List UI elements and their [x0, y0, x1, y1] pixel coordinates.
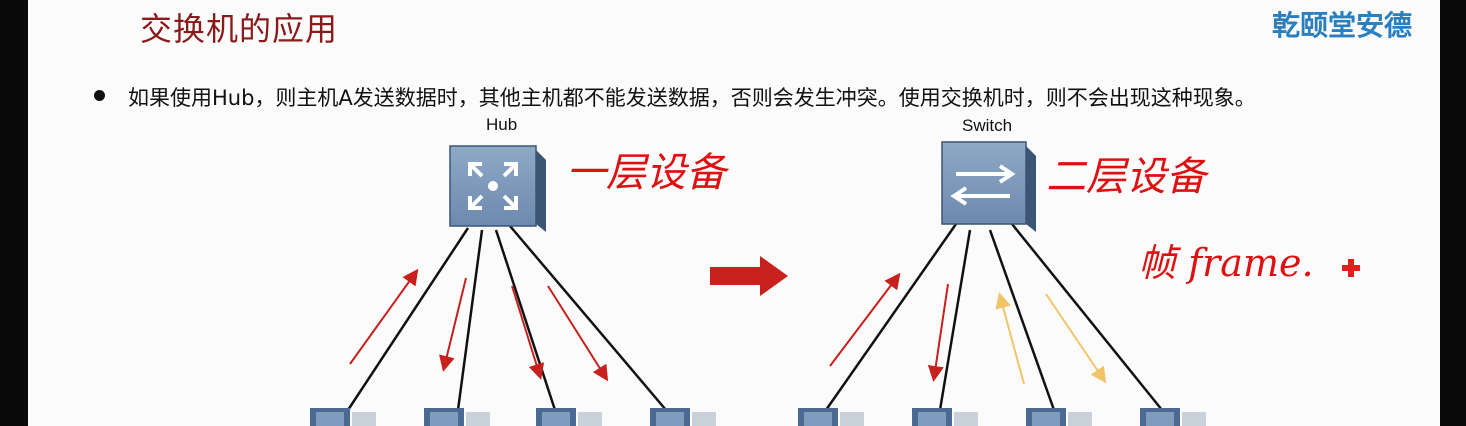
hub-cable-2	[456, 229, 484, 411]
hub-hosts	[310, 408, 716, 426]
hub-traffic-arrows	[349, 268, 609, 382]
hub-cable-3	[494, 229, 557, 411]
right-black-border	[1440, 0, 1466, 426]
switch-hosts	[798, 408, 1206, 426]
pc-icon	[1140, 408, 1206, 426]
hub-label: Hub	[486, 115, 518, 134]
hub-cable-1	[346, 227, 470, 411]
transition-arrow-icon	[710, 256, 788, 296]
pc-icon	[650, 408, 716, 426]
hub-arrow-down-1	[439, 277, 467, 372]
switch-arrow-down	[927, 283, 949, 382]
pc-icon	[1026, 408, 1092, 426]
pc-icon	[536, 408, 602, 426]
bullet-dot-icon	[94, 90, 105, 101]
frame-annotation: 帧 frame.	[1138, 241, 1314, 285]
pc-icon	[912, 408, 978, 426]
hub-cables	[346, 225, 667, 411]
hub-arrow-down-2	[511, 285, 545, 380]
pc-icon	[310, 408, 376, 426]
switch-cable-1	[824, 223, 958, 411]
pc-icon	[424, 408, 490, 426]
slide-canvas: 交换机的应用 乾颐堂安德 如果使用Hub，则主机A发送数据时，其他主机都不能发送…	[28, 0, 1440, 426]
switch-arrow-yellow-down	[1045, 293, 1107, 384]
hub-icon	[449, 145, 546, 232]
switch-arrow-up	[829, 272, 901, 367]
switch-traffic-arrows	[829, 272, 1107, 385]
switch-label: Switch	[962, 116, 1013, 135]
switch-cables	[824, 223, 1163, 411]
pen-cursor-icon	[1342, 259, 1360, 277]
slide-title: 交换机的应用	[140, 10, 339, 48]
left-black-border	[0, 0, 28, 426]
brand-logo: 乾颐堂安德	[1272, 9, 1413, 42]
hub-layer-annotation: 一层设备	[566, 150, 730, 196]
hub-arrow-down-3	[547, 285, 609, 382]
hub-arrow-up	[349, 268, 419, 365]
switch-icon	[941, 141, 1036, 232]
switch-layer-annotation: 二层设备	[1046, 154, 1210, 200]
hub-cable-4	[509, 225, 667, 411]
switch-arrow-yellow-up	[995, 292, 1025, 385]
bullet-text: 如果使用Hub，则主机A发送数据时，其他主机都不能发送数据，否则会发生冲突。使用…	[128, 86, 1256, 110]
switch-cable-3	[988, 229, 1056, 411]
switch-cable-2	[938, 229, 972, 411]
pc-icon	[798, 408, 864, 426]
switch-cable-4	[1011, 223, 1163, 411]
